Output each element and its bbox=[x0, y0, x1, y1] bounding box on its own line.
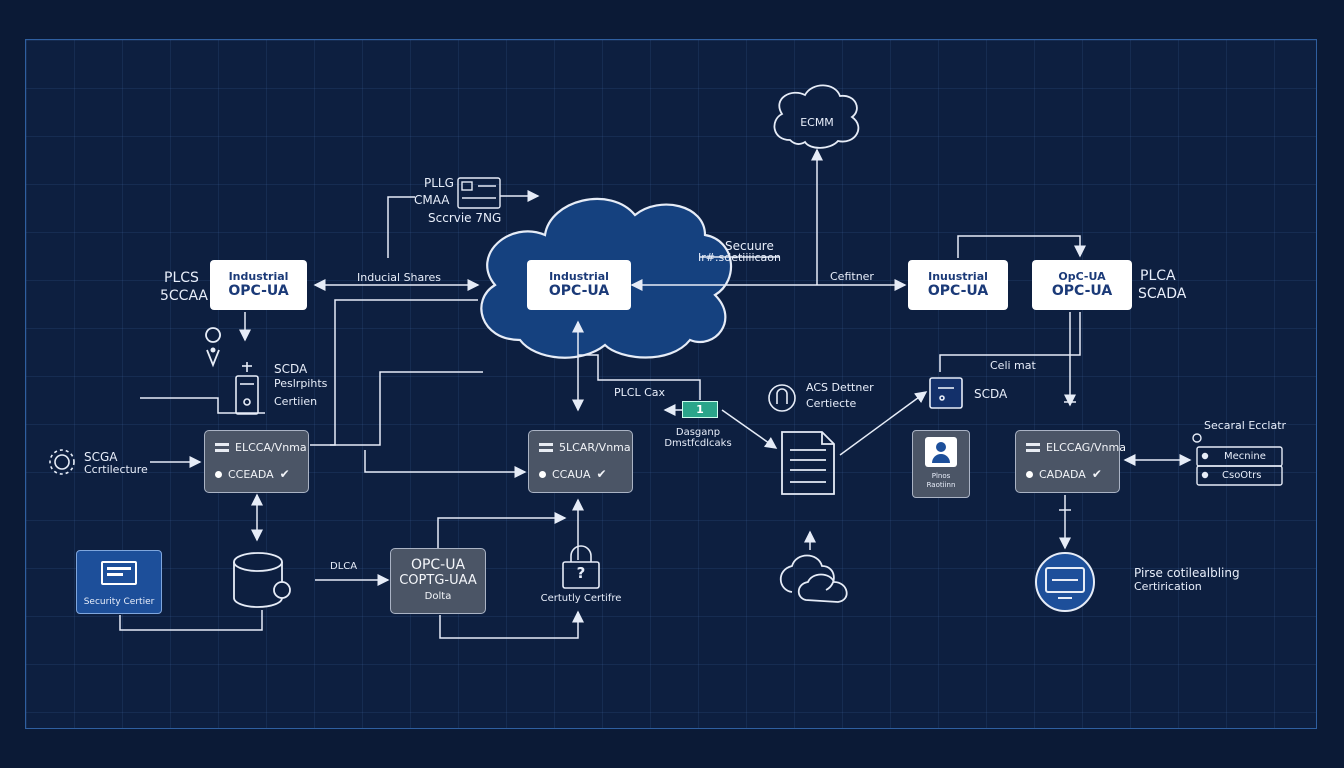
gray-node-left[interactable]: ELCCA/Vnma CCEADA ✔ bbox=[204, 430, 309, 493]
right-opcua-node-2[interactable]: OpC-UA OPC-UA bbox=[1032, 260, 1132, 310]
gray-left-row1: ELCCA/Vnma bbox=[235, 441, 307, 454]
acs-cert-line1: ACS Dettner bbox=[806, 381, 874, 394]
location-pin-icon bbox=[205, 327, 221, 368]
right-side-label-1: PLCA bbox=[1140, 268, 1176, 284]
right-node2-title: OpC-UA bbox=[1058, 270, 1106, 283]
secure-auth-line2: Ir#.sdetiiiicaon bbox=[698, 251, 781, 264]
scga-label: SCGA bbox=[84, 450, 118, 464]
gray-left-row2: CCEADA bbox=[228, 467, 274, 481]
right-cert-line1: Pirse cotilealbling bbox=[1134, 566, 1240, 580]
check-icon: ✔ bbox=[279, 467, 290, 481]
check-icon: ✔ bbox=[596, 467, 607, 481]
scada-left-line1: SCDA bbox=[274, 362, 308, 376]
scada-left-line2: Peslrpihts bbox=[274, 377, 328, 390]
ecosystem-title: Secaral Ecclatr bbox=[1204, 419, 1287, 432]
ecosystem-panel-shape bbox=[1192, 433, 1283, 486]
green-tag[interactable]: 1 bbox=[682, 401, 718, 418]
security-center-label: Security Certier bbox=[83, 597, 155, 607]
right-cert-line2: Certirication bbox=[1134, 580, 1202, 593]
person-badge-icon bbox=[925, 437, 957, 467]
main-cloud-node[interactable]: Industrial OPC-UA bbox=[527, 260, 631, 310]
top-cloud-label: ECMM bbox=[800, 116, 834, 129]
gray-mid-row1: 5LCAR/Vnma bbox=[559, 441, 631, 454]
person-badge-node[interactable]: Plnos Raotiinn bbox=[912, 430, 970, 498]
document-icon bbox=[781, 431, 835, 495]
badge-line1: Plnos bbox=[931, 472, 951, 480]
opc-gray-line3: Dolta bbox=[424, 591, 452, 602]
left-node-title: Industrial bbox=[228, 270, 289, 283]
security-center-node[interactable]: Security Certier bbox=[76, 550, 162, 614]
left-node-subtitle: OPC-UA bbox=[228, 283, 289, 299]
main-cloud-title: Industrial bbox=[549, 270, 609, 283]
green-tag-line2: Dmstfcdlcaks bbox=[664, 438, 732, 449]
gear-icon bbox=[49, 449, 75, 475]
padlock-icon bbox=[768, 384, 796, 412]
monitor-circle-icon bbox=[1035, 552, 1095, 612]
right-opcua-node-1[interactable]: Inuustrial OPC-UA bbox=[908, 260, 1008, 310]
question-icon: ? bbox=[576, 564, 586, 582]
dlca-label: DLCA bbox=[330, 561, 358, 572]
cert-link-label: Cefitner bbox=[830, 270, 874, 283]
right-node1-subtitle: OPC-UA bbox=[927, 283, 989, 299]
secure-auth-line1: Secuure bbox=[725, 239, 774, 253]
gray-mid-row2: CCAUA bbox=[552, 467, 591, 481]
left-side-label-1: PLCS bbox=[164, 270, 199, 286]
acs-cert-line2: Certiecte bbox=[806, 397, 857, 410]
cell-mat-label: Celi mat bbox=[990, 359, 1036, 372]
security-cert-label: Certutly Certifre bbox=[540, 593, 622, 604]
right-node1-title: Inuustrial bbox=[928, 270, 988, 283]
gray-node-right[interactable]: ELCCAG/Vnma CADADA ✔ bbox=[1015, 430, 1126, 493]
left-opcua-node[interactable]: Industrial OPC-UA bbox=[210, 260, 307, 310]
top-cloud-shape bbox=[773, 84, 860, 149]
right-node2-subtitle: OPC-UA bbox=[1051, 283, 1113, 299]
opcua-data-node[interactable]: OPC-UA COPTG-UAA Dolta bbox=[390, 548, 486, 614]
check-icon: ✔ bbox=[1091, 467, 1102, 481]
plc-label-2: CMAA bbox=[414, 193, 450, 207]
green-tag-line1: Dasganp bbox=[675, 427, 721, 438]
padlock-icon bbox=[562, 545, 600, 589]
plc-device-icon bbox=[457, 177, 501, 209]
left-side-label-2: 5CCAA bbox=[160, 288, 209, 304]
plc-label-3: Sccrvie 7NG bbox=[428, 211, 502, 225]
scda-right-label: SCDA bbox=[974, 387, 1008, 401]
main-cloud-subtitle: OPC-UA bbox=[548, 283, 610, 299]
industrial-shares-label: Inducial Shares bbox=[357, 271, 442, 284]
gray-right-row1: ELCCAG/Vnma bbox=[1046, 441, 1126, 454]
server-icon bbox=[235, 362, 259, 415]
database-icon bbox=[233, 552, 291, 608]
gray-right-row2: CADADA bbox=[1039, 467, 1086, 481]
diagram-frame bbox=[25, 39, 1317, 729]
right-side-label-2: SCADA bbox=[1138, 286, 1187, 302]
monitor-icon bbox=[929, 377, 963, 409]
badge-line2: Raotiinn bbox=[926, 481, 956, 489]
ecosystem-item2[interactable]: CsoOtrs bbox=[1222, 470, 1262, 481]
plc-label-1: PLLG bbox=[424, 176, 454, 190]
opc-gray-line2: COPTG-UAA bbox=[399, 573, 477, 588]
monitor-icon bbox=[101, 561, 137, 585]
clouds-icon bbox=[779, 554, 848, 603]
opc-gray-line1: OPC-UA bbox=[410, 557, 466, 573]
plc-cax-label: PLCL Cax bbox=[614, 386, 665, 399]
scada-left-line3: Certiien bbox=[274, 395, 318, 408]
ecosystem-item1[interactable]: Mecnine bbox=[1224, 451, 1266, 462]
gray-node-middle[interactable]: 5LCAR/Vnma CCAUA ✔ bbox=[528, 430, 633, 493]
scga-sublabel: Ccrtilecture bbox=[84, 463, 148, 476]
